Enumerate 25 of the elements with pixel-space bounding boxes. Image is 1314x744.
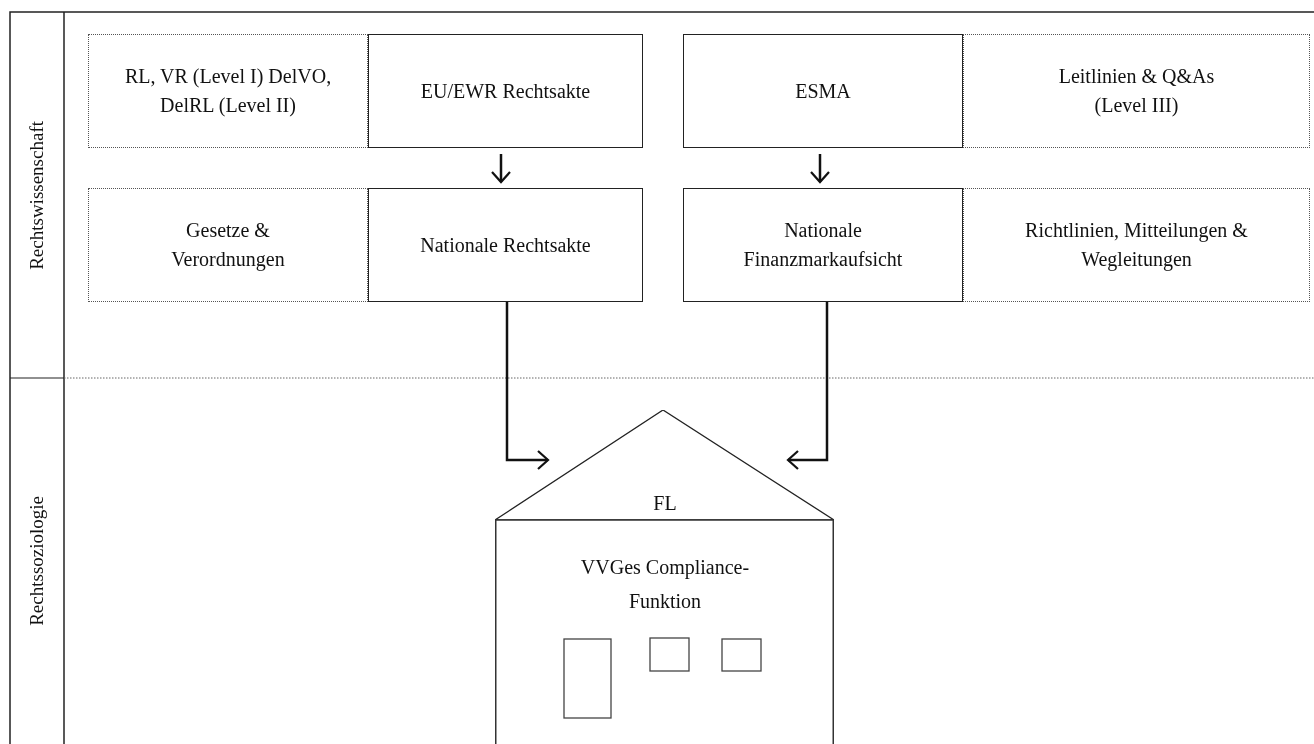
dotted-box <box>963 34 1310 148</box>
dotted-box <box>88 188 368 302</box>
box-label: Richtlinien, Mitteilungen & Wegleitungen <box>1024 218 1249 273</box>
dotted-box <box>88 34 368 148</box>
box-label: EU/EWR Rechtsakte <box>419 78 592 104</box>
arrow <box>505 302 550 471</box>
band-label: Rechtssoziologie <box>26 496 48 626</box>
arrow <box>786 302 829 471</box>
box-label: ESMA <box>794 78 852 104</box>
roof-label: FL <box>652 492 678 515</box>
process-box <box>368 188 643 302</box>
process-box <box>368 34 643 148</box>
box-label: Nationale Finanzmarkaufsicht <box>742 218 904 272</box>
arrow <box>490 154 512 184</box>
box-label: Nationale Rechtsakte <box>419 232 592 258</box>
box-label: RL, VR (Level I) DelVO, DelRL (Level II) <box>123 64 333 119</box>
process-box <box>683 188 963 302</box>
arrow <box>809 154 831 184</box>
house-drawing <box>495 410 834 744</box>
dotted-box <box>963 188 1310 302</box>
process-box <box>683 34 963 148</box>
box-label: Leitlinien & Q&As (Level III) <box>1057 64 1216 119</box>
house-label: VVGes Compliance-Funktion <box>579 555 751 614</box>
box-label: Gesetze & Verordnungen <box>170 218 286 273</box>
band-label: Rechtswissenschaft <box>26 120 48 270</box>
